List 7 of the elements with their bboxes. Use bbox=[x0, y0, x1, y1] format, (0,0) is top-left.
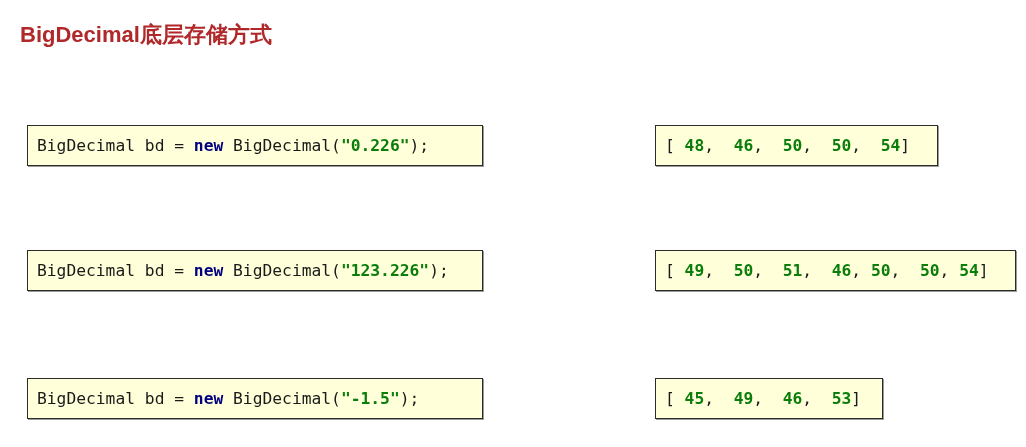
array-box: [ 49, 50, 51, 46, 50, 50, 54] bbox=[655, 250, 1016, 291]
code-box: BigDecimal bd = new BigDecimal("-1.5"); bbox=[27, 378, 483, 419]
code-box: BigDecimal bd = new BigDecimal("123.226"); bbox=[27, 250, 483, 291]
array-box: [ 48, 46, 50, 50, 54] bbox=[655, 125, 938, 166]
code-box: BigDecimal bd = new BigDecimal("0.226"); bbox=[27, 125, 483, 166]
array-box: [ 45, 49, 46, 53] bbox=[655, 378, 883, 419]
title: BigDecimal底层存储方式 bbox=[20, 21, 272, 49]
